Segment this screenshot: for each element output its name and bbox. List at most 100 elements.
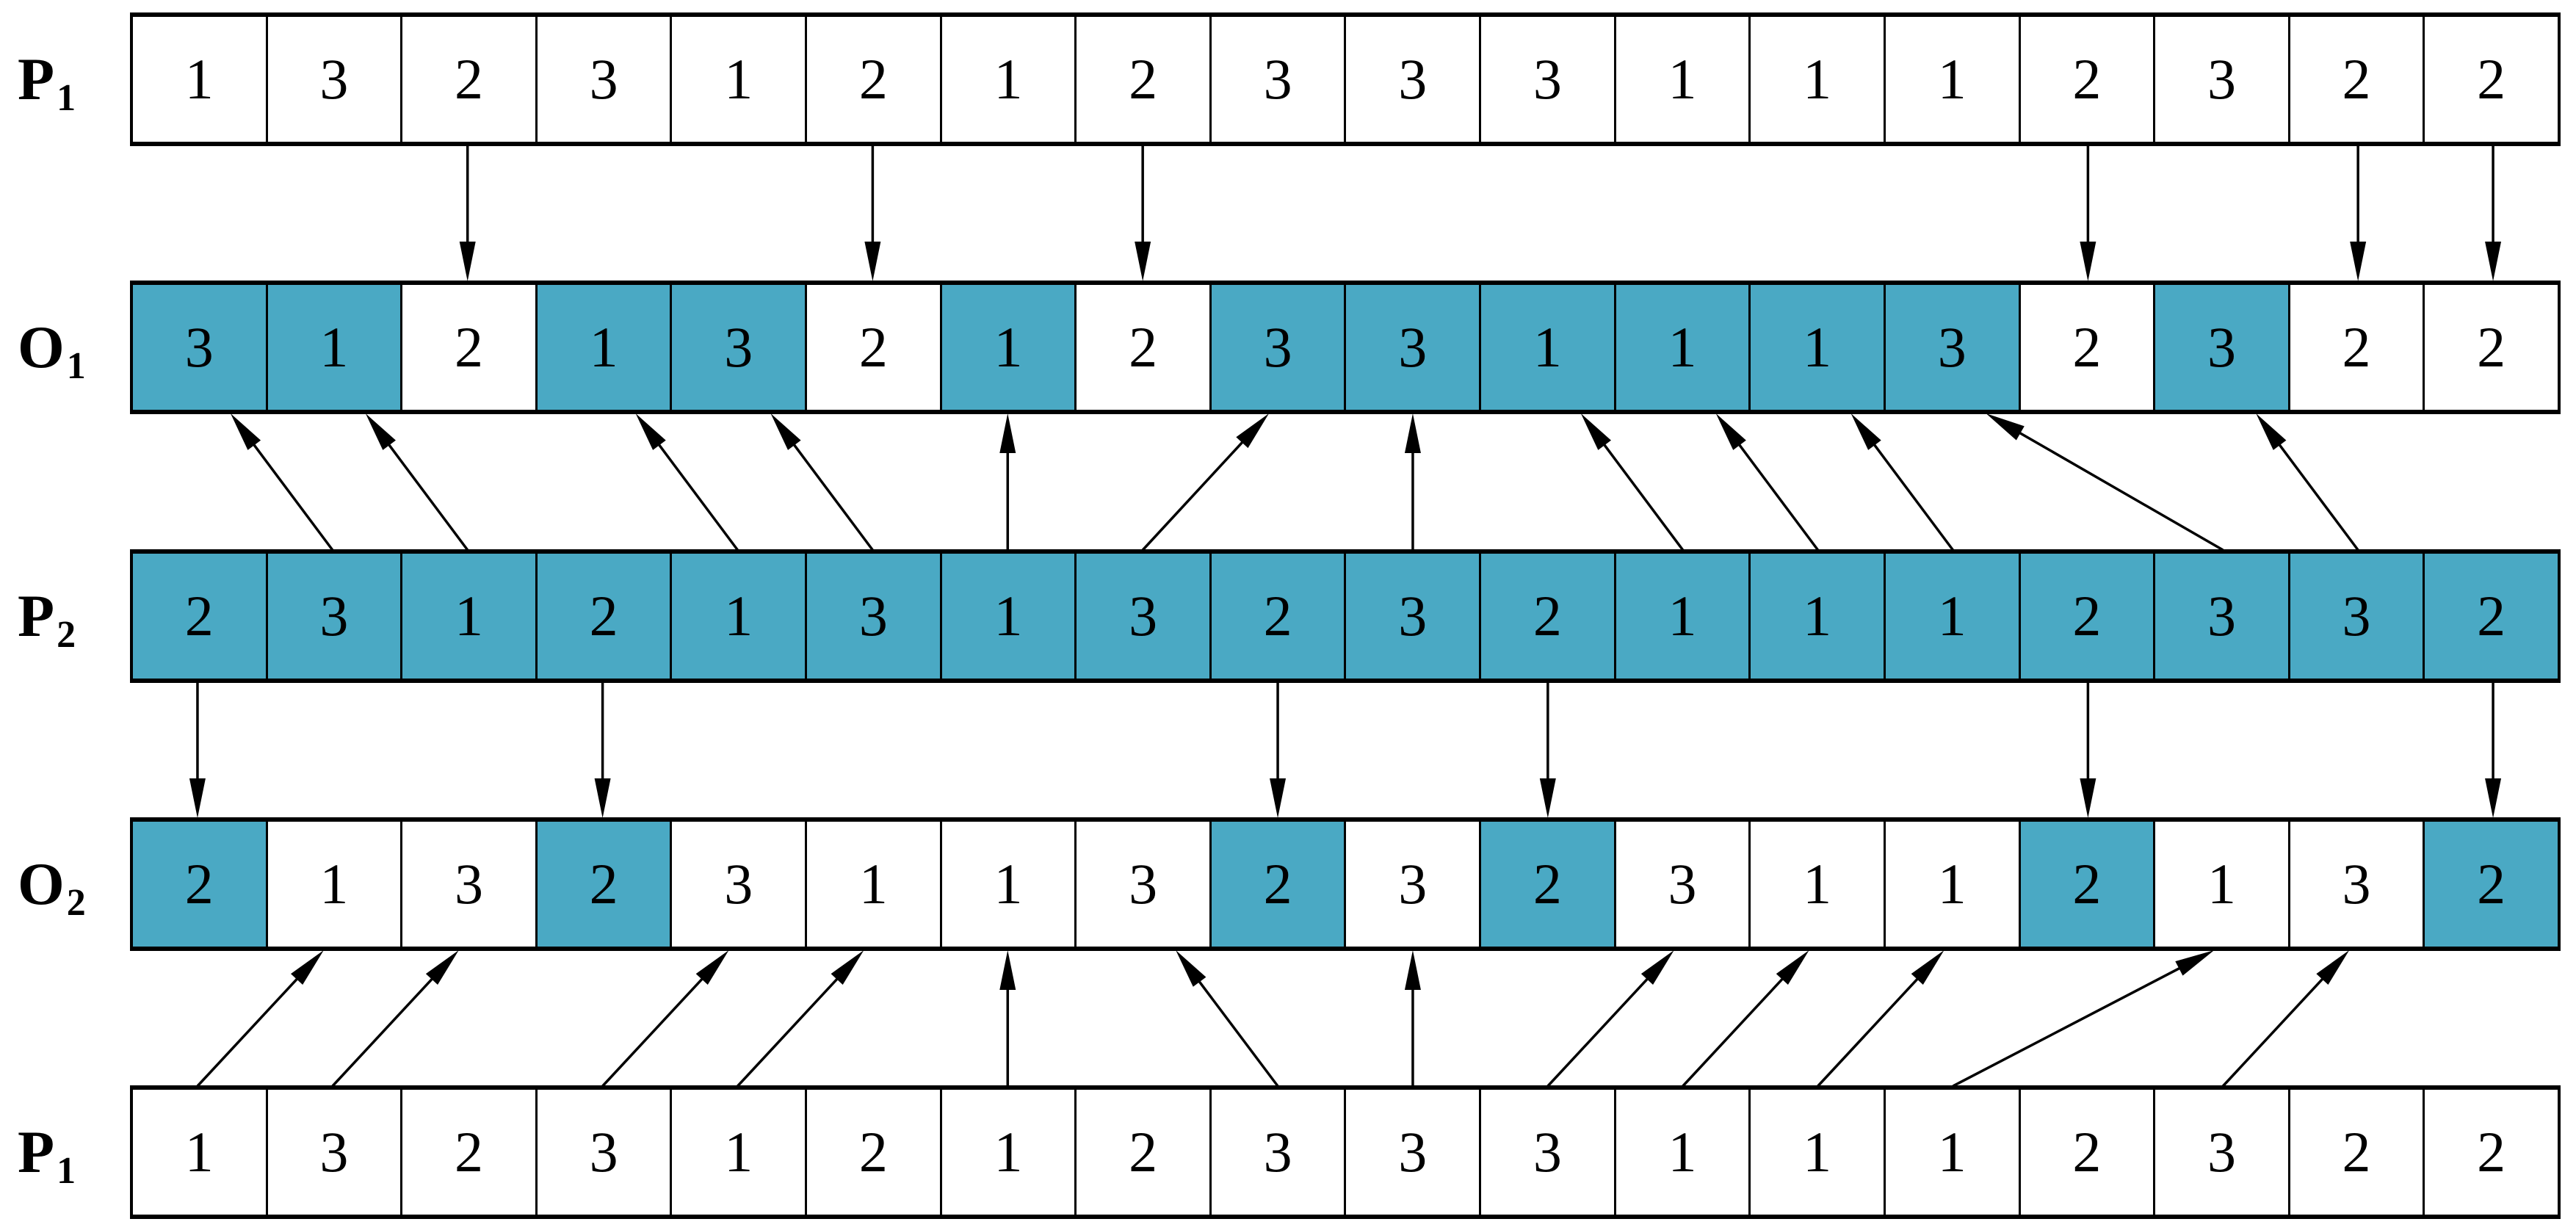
cell-o1-10: 3 — [1346, 285, 1482, 410]
cell-p1-bottom-9: 3 — [1211, 1090, 1347, 1215]
cell-p1-top-2: 3 — [267, 17, 403, 142]
arrow-p1-bottom-to-o2-7to7 — [999, 950, 1016, 1086]
cell-p1-top-5: 1 — [672, 17, 808, 142]
cell-p1-bottom-18: 2 — [2425, 1090, 2558, 1215]
cell-o1-9: 3 — [1211, 285, 1347, 410]
cell-p2-11: 2 — [1481, 554, 1616, 679]
cell-p2-10: 3 — [1346, 554, 1482, 679]
arrow-p2-to-o1-17to16 — [2256, 413, 2359, 551]
label-main-p1-top: P — [18, 46, 55, 112]
arrow-p1-top-to-o1-col17 — [2350, 145, 2367, 281]
cell-o2-2: 1 — [267, 822, 403, 947]
cell-p1-bottom-11: 3 — [1481, 1090, 1616, 1215]
cell-p2-12: 1 — [1616, 554, 1751, 679]
arrow-p1-bottom-to-o2-4to5 — [601, 950, 729, 1088]
arrow-p1-top-to-o1-col3 — [459, 145, 476, 281]
label-sub-p1-bottom: 1 — [57, 1150, 76, 1192]
cell-p2-17: 3 — [2290, 554, 2425, 679]
cell-p2-16: 3 — [2155, 554, 2290, 679]
cell-p1-top-14: 1 — [1885, 17, 2021, 142]
cell-p2-1: 2 — [133, 554, 268, 679]
cell-o1-17: 2 — [2290, 285, 2425, 410]
arrow-p1-top-to-o1-col15 — [2080, 145, 2096, 281]
cell-p1-bottom-10: 3 — [1346, 1090, 1482, 1215]
cell-p1-bottom-7: 1 — [941, 1090, 1077, 1215]
arrow-p1-bottom-to-o2-13to14 — [1817, 950, 1944, 1088]
arrow-p1-bottom-to-o2-16to17 — [2221, 950, 2350, 1088]
label-main-p2: P — [18, 582, 55, 649]
arrow-p2-to-o2-col15 — [2080, 681, 2096, 818]
cell-p1-top-6: 2 — [807, 17, 942, 142]
arrow-p1-bottom-to-o2-10to10 — [1404, 950, 1421, 1086]
arrow-p2-to-o1-5to4 — [635, 413, 739, 551]
arrow-p2-to-o1-12to11 — [1580, 413, 1685, 551]
arrow-p2-to-o2-col9 — [1270, 681, 1287, 818]
label-main-o1: O — [18, 314, 65, 380]
cell-o1-8: 2 — [1077, 285, 1212, 410]
arrow-p2-to-o1-13to12 — [1715, 413, 1820, 551]
cell-o2-18: 2 — [2425, 822, 2558, 947]
cell-p2-18: 2 — [2425, 554, 2558, 679]
cell-p1-top-3: 2 — [402, 17, 538, 142]
cell-o2-17: 3 — [2290, 822, 2425, 947]
cell-p2-2: 3 — [267, 554, 403, 679]
cell-o2-14: 1 — [1885, 822, 2021, 947]
cell-o1-3: 2 — [402, 285, 538, 410]
cell-p1-top-17: 2 — [2290, 17, 2425, 142]
arrow-p2-to-o1-3to2 — [365, 413, 469, 551]
cell-o1-11: 1 — [1481, 285, 1616, 410]
label-main-p1-bottom: P — [18, 1118, 55, 1185]
label-sub-p2: 2 — [57, 614, 76, 656]
cell-p2-3: 1 — [402, 554, 538, 679]
cell-o2-5: 3 — [672, 822, 808, 947]
cell-o1-6: 2 — [807, 285, 942, 410]
label-sub-o1: 1 — [66, 345, 86, 387]
cell-p2-4: 2 — [537, 554, 673, 679]
cell-o2-6: 1 — [807, 822, 942, 947]
cell-p2-13: 1 — [1751, 554, 1886, 679]
cell-p1-bottom-1: 1 — [133, 1090, 268, 1215]
cell-p1-top-8: 2 — [1077, 17, 1212, 142]
cell-o2-10: 3 — [1346, 822, 1482, 947]
cell-o2-1: 2 — [133, 822, 268, 947]
cell-p1-top-13: 1 — [1751, 17, 1886, 142]
cell-p1-bottom-2: 3 — [267, 1090, 403, 1215]
arrow-p2-to-o1-8to9 — [1141, 413, 1270, 551]
cell-p2-7: 1 — [941, 554, 1077, 679]
label-main-o2: O — [18, 850, 65, 917]
arrow-p1-bottom-to-o2-5to6 — [737, 950, 864, 1088]
cell-p1-bottom-13: 1 — [1751, 1090, 1886, 1215]
cell-o1-2: 1 — [267, 285, 403, 410]
arrow-p2-to-o1-10to10 — [1404, 413, 1421, 550]
cell-o1-14: 3 — [1885, 285, 2021, 410]
cell-p1-top-10: 3 — [1346, 17, 1482, 142]
cell-o2-7: 1 — [941, 822, 1077, 947]
arrow-p2-to-o2-col1 — [189, 681, 206, 818]
arrow-p1-bottom-to-o2-12to13 — [1682, 950, 1809, 1088]
cell-o1-1: 3 — [133, 285, 268, 410]
cell-o2-15: 2 — [2020, 822, 2156, 947]
label-sub-o2: 2 — [66, 882, 86, 924]
arrow-p1-top-to-o1-col6 — [864, 145, 881, 281]
arrow-p2-to-o1-6to5 — [770, 413, 874, 551]
cell-p1-bottom-17: 2 — [2290, 1090, 2425, 1215]
cell-o1-4: 1 — [537, 285, 673, 410]
arrow-p1-bottom-to-o2-1to2 — [196, 950, 324, 1088]
cell-o2-13: 1 — [1751, 822, 1886, 947]
cell-o2-4: 2 — [537, 822, 673, 947]
cell-o1-15: 2 — [2020, 285, 2156, 410]
cell-p1-top-4: 3 — [537, 17, 673, 142]
cell-o1-5: 3 — [672, 285, 808, 410]
cell-p1-bottom-12: 1 — [1616, 1090, 1751, 1215]
arrow-p2-to-o1-14to13 — [1850, 413, 1954, 551]
